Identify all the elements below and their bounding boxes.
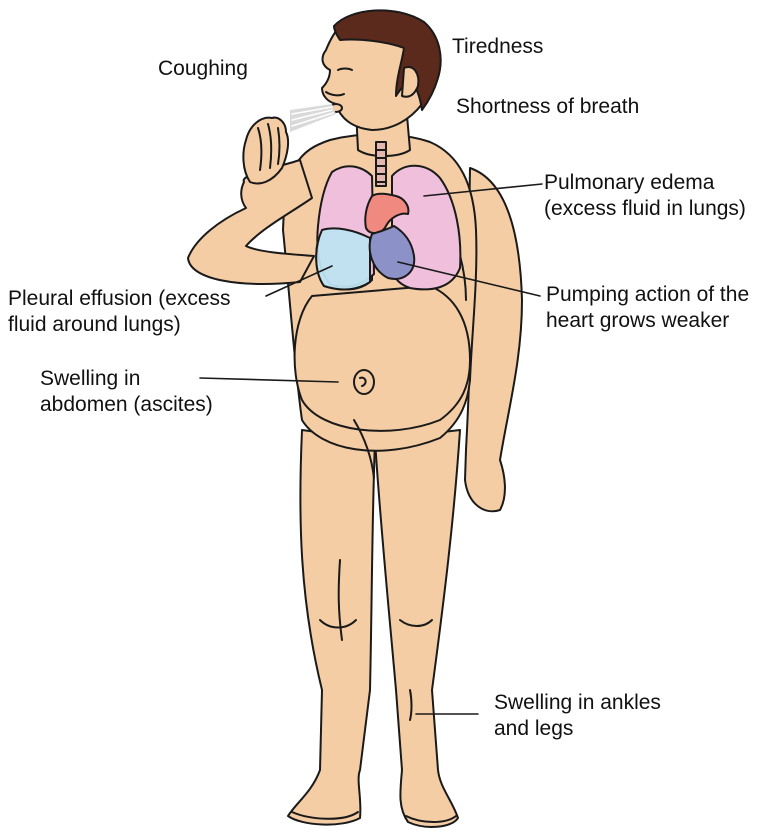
label-pulmonary-edema: Pulmonary edema (excess fluid in lungs) (544, 170, 746, 222)
label-pleural-effusion-line1: Pleural effusion (excess (8, 286, 231, 312)
trachea (376, 142, 386, 186)
label-pumping-action-line1: Pumping action of the (546, 282, 749, 308)
label-shortness-of-breath-text: Shortness of breath (456, 94, 639, 120)
label-coughing: Coughing (158, 56, 248, 82)
label-pulmonary-edema-line2: (excess fluid in lungs) (544, 196, 746, 222)
label-abdomen: Swelling in abdomen (ascites) (40, 366, 213, 418)
belly (295, 286, 470, 431)
label-pleural-effusion-line2: fluid around lungs) (8, 312, 231, 338)
label-ankles-line1: Swelling in ankles (494, 690, 661, 716)
label-ankles-line2: and legs (494, 716, 661, 742)
label-coughing-text: Coughing (158, 56, 248, 82)
label-pulmonary-edema-line1: Pulmonary edema (544, 170, 746, 196)
label-shortness-of-breath: Shortness of breath (456, 94, 639, 120)
label-pumping-action-line2: heart grows weaker (546, 308, 749, 334)
label-tiredness: Tiredness (452, 34, 543, 60)
right-leg (375, 430, 460, 827)
label-pleural-effusion: Pleural effusion (excess fluid around lu… (8, 286, 231, 338)
label-abdomen-line2: abdomen (ascites) (40, 392, 213, 418)
label-ankles: Swelling in ankles and legs (494, 690, 661, 742)
label-abdomen-line1: Swelling in (40, 366, 213, 392)
label-tiredness-text: Tiredness (452, 34, 543, 60)
label-pumping-action: Pumping action of the heart grows weaker (546, 282, 749, 334)
